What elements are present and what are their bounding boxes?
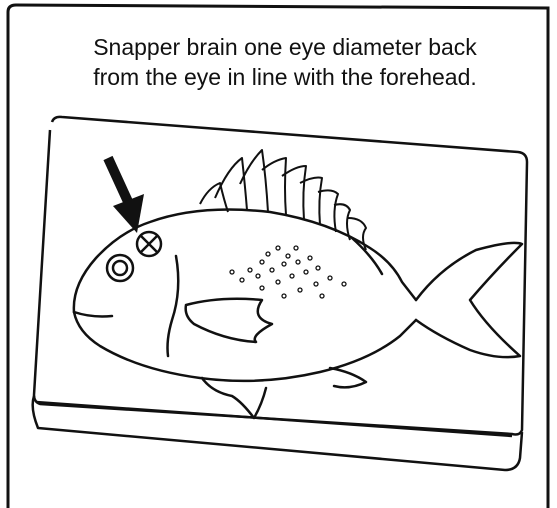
fish-eye-icon (107, 255, 133, 281)
fish-belly (74, 312, 416, 381)
fish-body (74, 210, 522, 418)
dorsal-fin (200, 150, 366, 250)
caption-text: Snapper brain one eye diameter back from… (40, 32, 530, 92)
fish-jaw (74, 312, 112, 317)
pelvic-fin (202, 378, 266, 418)
fish-tail (416, 243, 522, 357)
anal-fin (330, 368, 366, 387)
pectoral-fin (186, 299, 272, 342)
arrow-down-right-icon (108, 158, 144, 233)
body-spots (230, 246, 346, 298)
caption-line-1: Snapper brain one eye diameter back (40, 32, 530, 62)
x-circle-target-icon (137, 232, 161, 256)
upper-lateral-curve (352, 238, 382, 274)
gill-cover (168, 256, 179, 356)
cutting-board (33, 117, 527, 470)
caption-line-2: from the eye in line with the forehead. (40, 62, 530, 92)
board-edge-line (36, 402, 512, 436)
